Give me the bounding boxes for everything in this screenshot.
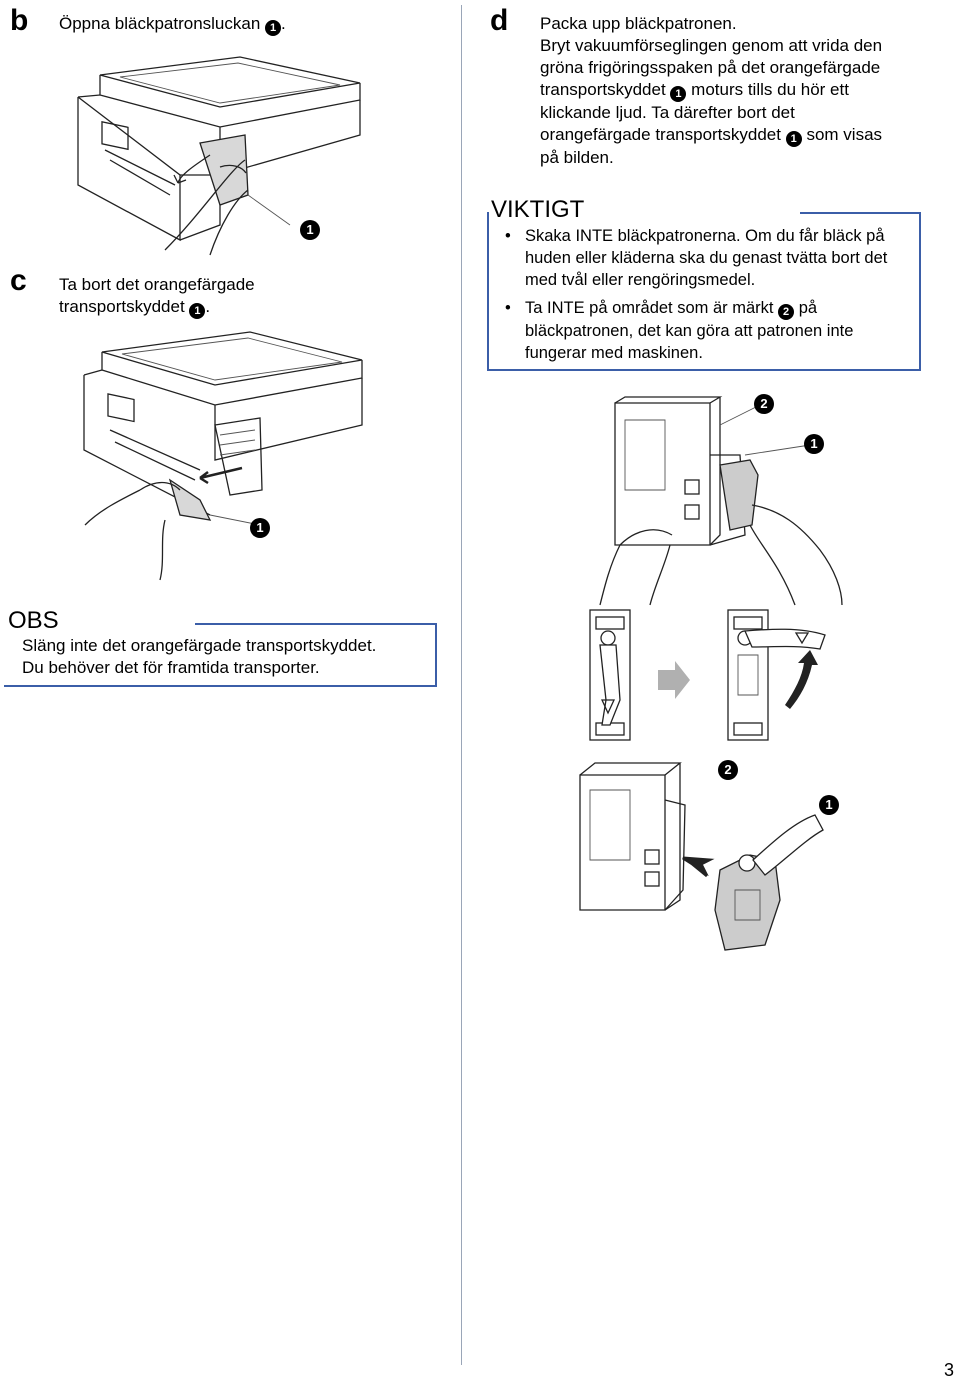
arrow-icon [682, 856, 715, 878]
obs-title: OBS [8, 607, 59, 634]
printer-open-cover-illustration [77, 56, 361, 256]
cartridge-remove-protection-illustration [579, 762, 824, 951]
step-c-text: Ta bort det orangefärgade transportskydd… [59, 275, 255, 319]
printer-remove-protection-illustration [83, 331, 363, 581]
obs-border-top [195, 623, 437, 625]
right-arrow-icon [658, 661, 690, 699]
callout-1: 1 [785, 131, 802, 147]
callout-1: 1 [189, 303, 206, 319]
obs-text: Släng inte det orangefärgade transportsk… [22, 636, 377, 677]
cartridge-hands-illustration [599, 396, 843, 606]
obs-box [4, 623, 437, 687]
callout-2: 2 [778, 304, 795, 320]
callout-2: 2 [718, 760, 738, 780]
callout-1: 1 [250, 518, 270, 538]
step-b-label: Öppna bläckpatronsluckan [59, 14, 261, 33]
rotate-arrow-icon [785, 650, 818, 709]
callout-1: 1 [819, 795, 839, 815]
callout-1: 1 [804, 434, 824, 454]
callout-1: 1 [300, 220, 320, 240]
viktigt-border-top [800, 212, 919, 214]
viktigt-bullet: Skaka INTE bläckpatronerna. Om du får bl… [503, 225, 908, 291]
step-d-text: Packa upp bläckpatronen. Bryt vakuumförs… [540, 14, 883, 167]
column-divider [461, 5, 462, 1365]
viktigt-title: VIKTIGT [491, 196, 585, 223]
step-letter-c: c [10, 264, 27, 297]
callout-1: 1 [670, 86, 687, 102]
step-letter-d: d [490, 4, 509, 37]
callout-2: 2 [754, 394, 774, 414]
step-letter-b: b [10, 4, 29, 37]
viktigt-list: Skaka INTE bläckpatronerna. Om du får bl… [503, 225, 908, 370]
callout-1: 1 [265, 20, 282, 36]
viktigt-bullet: Ta INTE på området som är märkt 2 på blä… [503, 297, 908, 364]
step-b-text: Öppna bläckpatronsluckan 1. [59, 14, 286, 36]
page-number: 3 [943, 1360, 954, 1380]
cartridge-rotation-illustration [589, 609, 826, 741]
viktigt-box [487, 212, 921, 371]
